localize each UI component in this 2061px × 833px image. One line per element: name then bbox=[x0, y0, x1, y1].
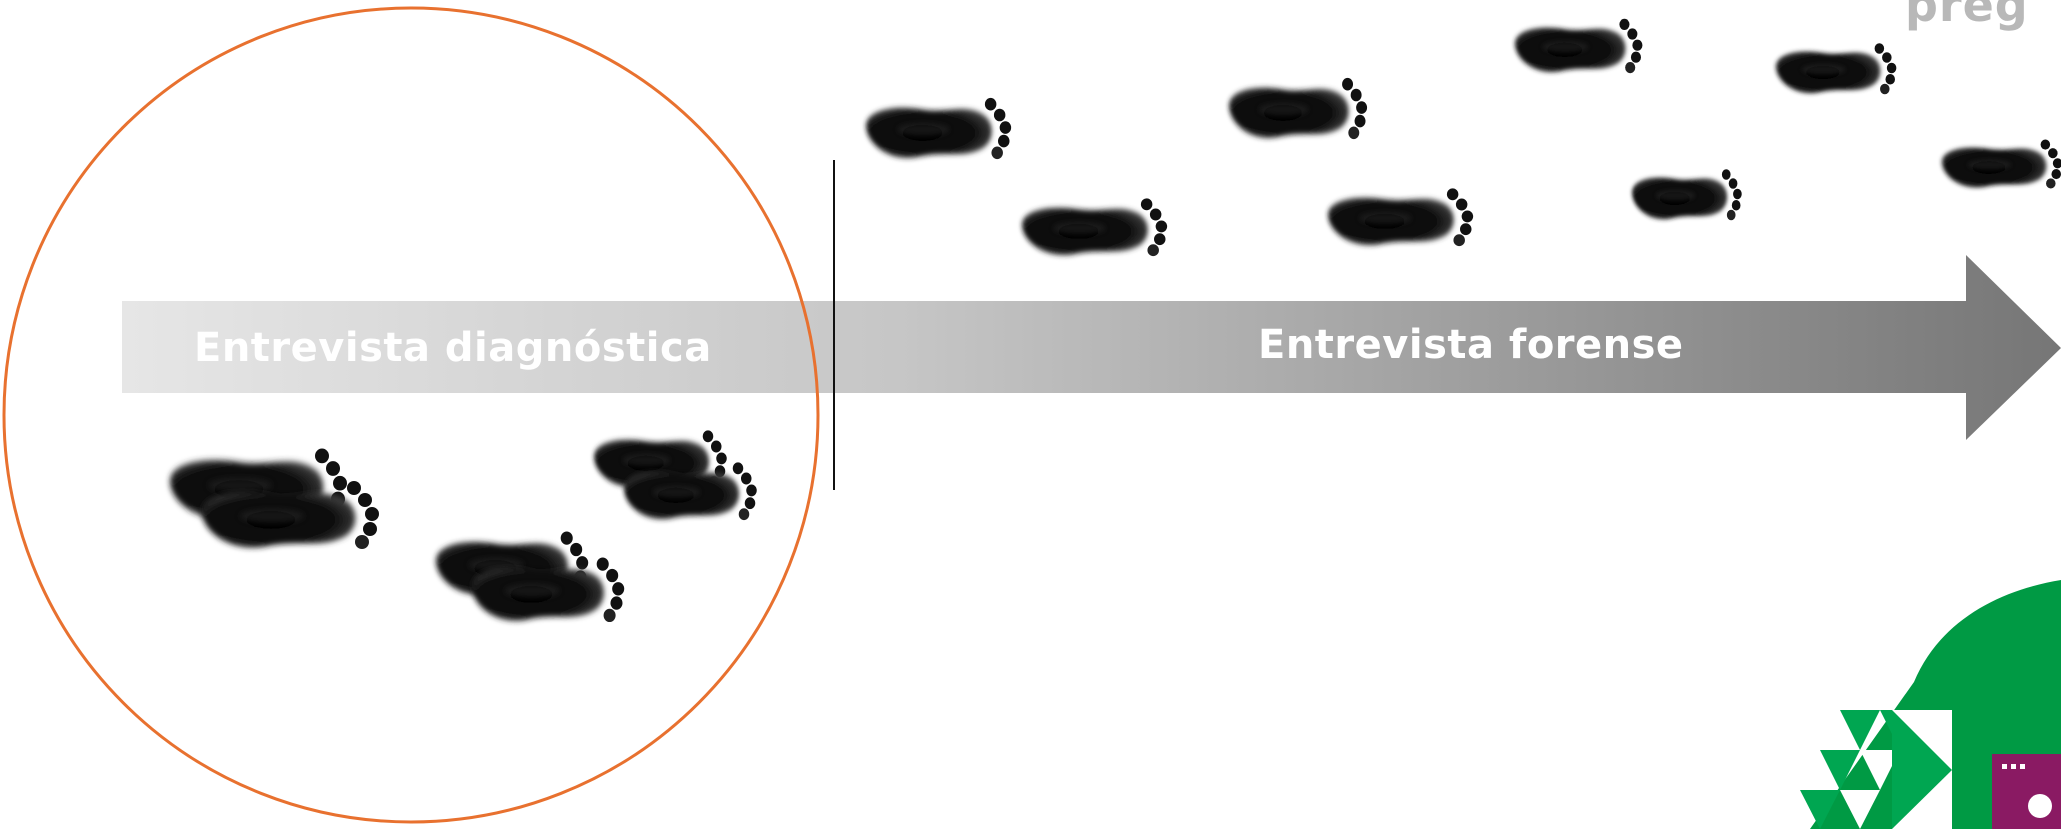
label-diagnostic-interview: Entrevista diagnóstica bbox=[194, 325, 712, 371]
page-title-fragment: preg bbox=[1905, 0, 2029, 32]
footprint-icon bbox=[1515, 19, 1642, 73]
footprint-icon bbox=[1022, 198, 1167, 256]
footprint-icon bbox=[1632, 169, 1742, 220]
footprint-icon bbox=[1328, 188, 1473, 246]
highlight-circle bbox=[4, 8, 818, 822]
logo-icon bbox=[1780, 580, 2061, 829]
footprint-icon bbox=[866, 98, 1011, 159]
footprint-icon bbox=[1229, 78, 1367, 139]
footprint-icon bbox=[1776, 43, 1896, 94]
label-forensic-interview: Entrevista forense bbox=[1258, 322, 1684, 368]
footprint-icon bbox=[1942, 140, 2061, 189]
